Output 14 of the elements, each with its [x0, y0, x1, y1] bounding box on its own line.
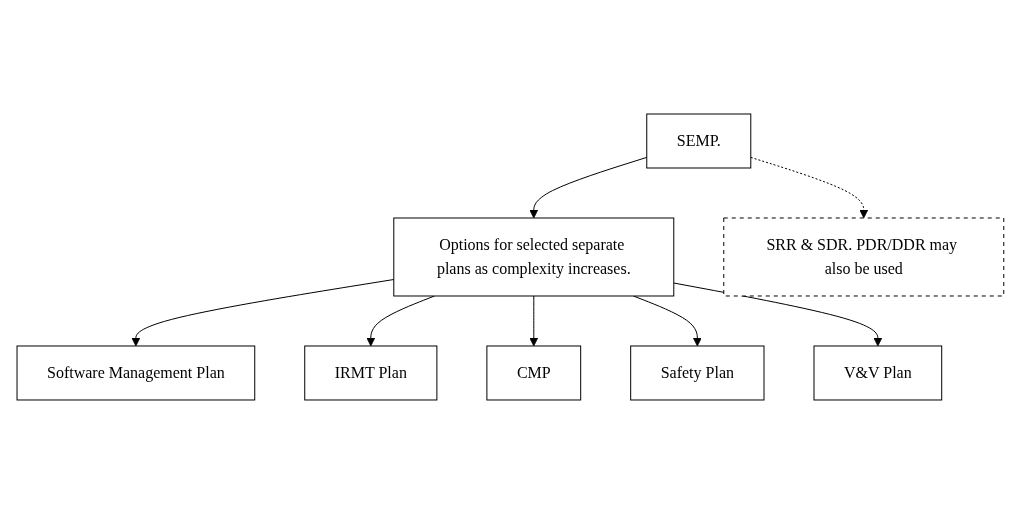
node-box: IRMT Plan [304, 345, 438, 400]
node-box: SEMP. [646, 113, 752, 168]
arrow [673, 282, 883, 346]
node-box: V&V Plan [813, 345, 943, 400]
arrow [529, 156, 648, 218]
node-box: Options for selected separate plans as complexity increases. [393, 217, 675, 296]
arrow [750, 156, 869, 218]
arrow [529, 295, 539, 346]
node-box: Software Management Plan [16, 345, 256, 400]
node-box: Safety Plan [630, 345, 765, 400]
arrow [131, 278, 395, 346]
node-box: CMP [486, 345, 582, 400]
arrow [633, 295, 702, 346]
node-box: SRR & SDR. PDR/DDR may also be used [723, 217, 1005, 296]
